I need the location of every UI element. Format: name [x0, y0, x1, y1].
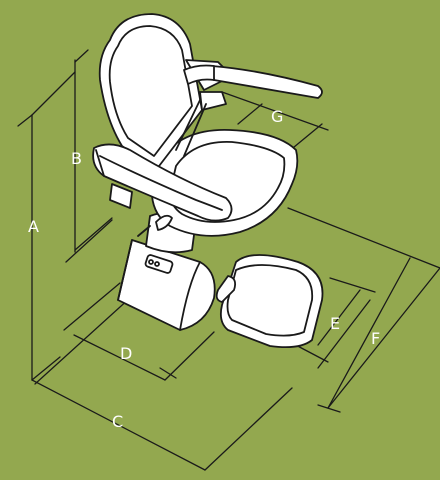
dimension-label-d: D — [120, 344, 133, 363]
footrest — [219, 254, 324, 349]
dimension-label-e: E — [330, 314, 341, 333]
dimension-label-f: F — [371, 329, 381, 348]
dimension-d-lines — [63, 282, 215, 381]
right-armrest — [211, 65, 323, 99]
dimension-label-g: G — [271, 107, 284, 126]
dimension-label-a: A — [28, 217, 39, 236]
dimension-f-lines — [287, 207, 440, 413]
dimension-label-c: C — [112, 412, 124, 431]
dimension-c-lines — [31, 297, 293, 471]
stairlift-chair — [92, 13, 324, 349]
dimension-b-lines — [65, 49, 113, 263]
dimension-a-lines — [17, 71, 76, 381]
dimension-label-b: B — [71, 149, 82, 168]
carriage-housing — [117, 239, 216, 331]
